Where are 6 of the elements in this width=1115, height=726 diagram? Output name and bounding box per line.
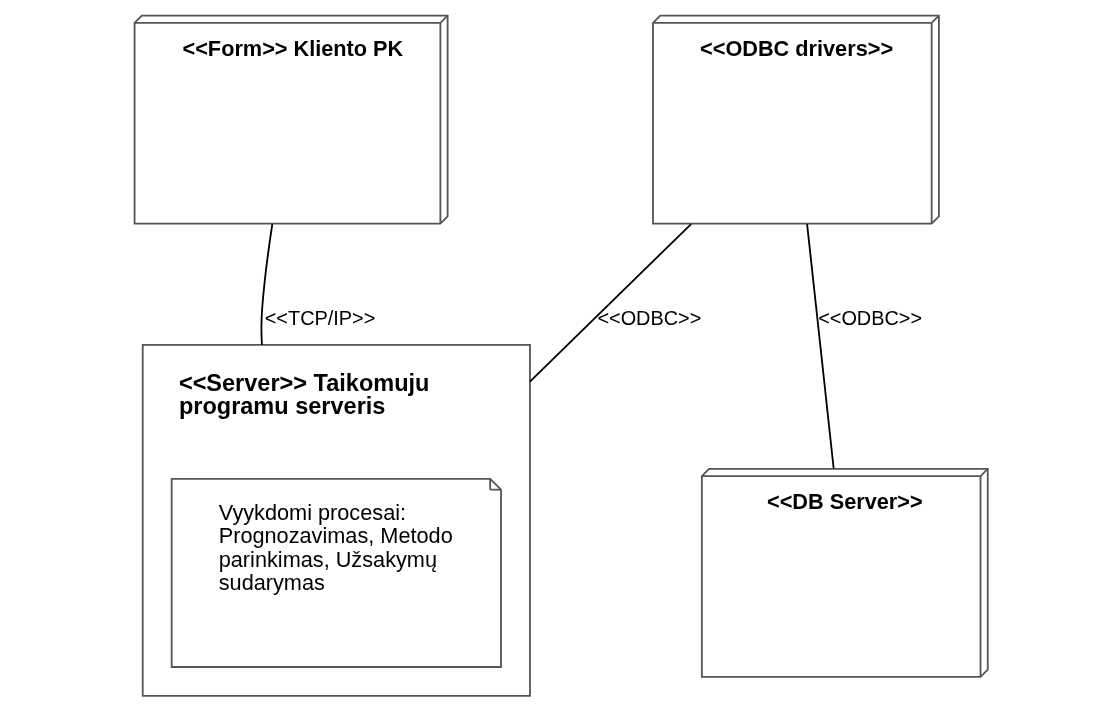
edge-label: <<ODBC>> <box>817 306 922 329</box>
connector <box>805 223 835 470</box>
connector <box>528 223 692 383</box>
edge-label: <<TCP/IP>> <box>264 306 375 329</box>
connector <box>260 223 273 346</box>
edge-label: <<ODBC>> <box>596 306 701 329</box>
